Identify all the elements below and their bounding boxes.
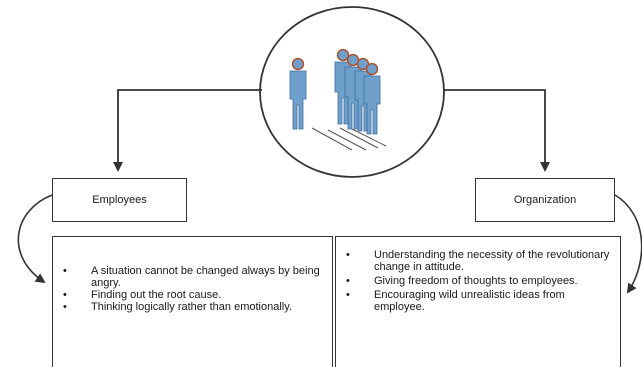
- employees-list: • A situation cannot be changed always b…: [53, 237, 332, 313]
- people-group-icon: [289, 48, 387, 151]
- list-item: • Giving freedom of thoughts to employee…: [336, 275, 620, 287]
- organization-list-box: • Understanding the necessity of the rev…: [335, 236, 621, 367]
- bullet-icon: •: [346, 275, 350, 287]
- bullet-icon: •: [63, 289, 67, 301]
- bullet-icon: •: [346, 289, 350, 301]
- bullet-icon: •: [346, 249, 350, 261]
- bullet-icon: •: [63, 301, 67, 313]
- connector-left: [113, 89, 262, 172]
- list-item-text: Thinking logically rather than emotional…: [91, 301, 292, 313]
- person-figure-icon: [289, 57, 307, 130]
- curve-arrow-left: [17, 194, 53, 284]
- person-figure-icon: [363, 62, 381, 135]
- list-item: • A situation cannot be changed always b…: [53, 265, 332, 289]
- list-item-text: Encouraging wild unrealistic ideas from …: [374, 289, 565, 313]
- list-item: • Thinking logically rather than emotion…: [53, 301, 332, 313]
- connector-right: [443, 89, 550, 172]
- list-item-text: Giving freedom of thoughts to employees.: [374, 275, 578, 287]
- list-item-text: A situation cannot be changed always by …: [91, 265, 320, 289]
- employees-list-box: • A situation cannot be changed always b…: [52, 236, 333, 367]
- list-item-text: Understanding the necessity of the revol…: [374, 249, 610, 273]
- list-item: • Encouraging wild unrealistic ideas fro…: [336, 289, 620, 313]
- list-item: • Finding out the root cause.: [53, 289, 332, 301]
- employees-box: Employees: [52, 178, 187, 222]
- bullet-icon: •: [63, 265, 67, 277]
- organization-list: • Understanding the necessity of the rev…: [336, 237, 620, 313]
- organization-box: Organization: [475, 178, 615, 222]
- organization-label: Organization: [513, 194, 577, 206]
- list-item: • Understanding the necessity of the rev…: [336, 249, 620, 273]
- list-item-text: Finding out the root cause.: [91, 289, 222, 301]
- curve-arrow-right: [614, 194, 642, 294]
- employees-label: Employees: [92, 194, 147, 206]
